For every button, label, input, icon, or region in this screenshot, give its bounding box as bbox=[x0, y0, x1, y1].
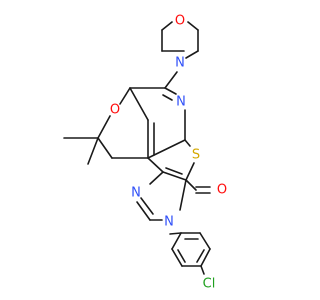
bond bbox=[196, 249, 205, 263]
bond bbox=[177, 249, 186, 263]
morpholine-nitrogen-label: N bbox=[175, 56, 185, 71]
bond bbox=[161, 21, 173, 31]
bond bbox=[149, 171, 164, 185]
bond bbox=[199, 232, 211, 250]
bond bbox=[162, 94, 173, 101]
bond bbox=[129, 87, 149, 121]
bond bbox=[140, 197, 154, 215]
bond bbox=[200, 265, 205, 275]
bond bbox=[162, 171, 187, 181]
thiophene-sulfur-label: S bbox=[192, 148, 200, 163]
bond bbox=[87, 137, 99, 165]
morpholine-oxygen-label: O bbox=[175, 14, 185, 29]
pyridine-nitrogen-label: N bbox=[176, 95, 186, 110]
bond bbox=[200, 248, 211, 267]
bond bbox=[169, 232, 182, 235]
bond bbox=[171, 232, 182, 250]
bond bbox=[185, 179, 197, 191]
bond bbox=[119, 87, 131, 105]
molecule-structure: O N O N S N N O Cl bbox=[63, 14, 227, 292]
bond bbox=[136, 201, 151, 221]
bond bbox=[147, 139, 186, 159]
bond bbox=[185, 162, 195, 181]
bonds bbox=[63, 21, 211, 275]
bond bbox=[97, 137, 113, 159]
bond bbox=[187, 21, 199, 31]
pyran-oxygen-label: O bbox=[110, 103, 120, 118]
bond bbox=[97, 115, 111, 139]
bond bbox=[165, 167, 183, 175]
atom-labels: O N O N S N N O Cl bbox=[110, 14, 227, 292]
bond bbox=[179, 179, 187, 211]
chlorine-label: Cl bbox=[203, 277, 216, 292]
bond bbox=[164, 71, 178, 89]
bond bbox=[184, 139, 191, 147]
bond bbox=[147, 157, 164, 173]
bond bbox=[171, 248, 183, 267]
pyrimidine-nitrogen-right-label: N bbox=[164, 215, 174, 230]
pyrimidine-nitrogen-left-label: N bbox=[131, 186, 141, 201]
carbonyl-oxygen-label: O bbox=[217, 183, 227, 198]
bond bbox=[185, 50, 199, 59]
bond bbox=[164, 87, 177, 95]
